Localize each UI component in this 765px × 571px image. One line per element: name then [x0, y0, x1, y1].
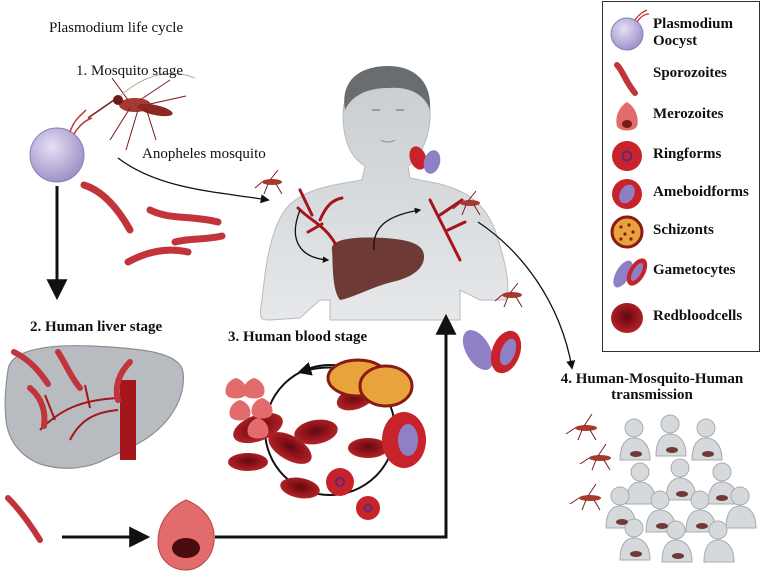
crowd-mosquitoes [565, 413, 611, 511]
mosquito-small-hand [494, 282, 523, 308]
diagram-title: Plasmodium life cycle [49, 20, 184, 36]
legend-label-ringforms: Ringforms [653, 146, 722, 162]
liver-sporozoites [5, 349, 133, 543]
legend-item-schizonts: Schizonts [603, 212, 761, 252]
stage-label-liver: 2. Human liver stage [30, 319, 163, 335]
mosquito-small-left [254, 169, 283, 195]
sporozoite-icon [614, 62, 638, 96]
legend-label-sporozoites: Sporozoites [653, 65, 727, 81]
ringform-icon [612, 141, 642, 171]
legend-item-red-blood-cells: Redbloodcells [603, 298, 761, 338]
gametocytes-pair [462, 330, 522, 374]
legend-label-oocyst: Plasmodium Oocyst [653, 16, 734, 49]
red-blood-cell-icon [611, 303, 643, 333]
liver-illustration [4, 345, 184, 469]
schizont-icon [610, 215, 644, 249]
merozoite-icon [616, 102, 638, 131]
gametocyte-icon [613, 258, 648, 288]
human-crowd [605, 414, 757, 563]
ameboidform-icon [612, 179, 642, 209]
legend-item-oocyst: Plasmodium Oocyst [603, 8, 761, 56]
body-blood-vessels [296, 188, 467, 262]
legend-item-ringforms: Ringforms [603, 136, 761, 176]
human-body-illustration [259, 66, 509, 321]
mosquito-small-right [452, 190, 481, 216]
legend-label-merozoites: Merozoites [653, 106, 724, 122]
legend-label-red-blood-cells: Redbloodcells [653, 308, 743, 324]
legend-label-schizonts: Schizonts [653, 222, 714, 238]
legend-box: Plasmodium Oocyst Sporozoites Merozoites… [602, 1, 760, 352]
blood-stage-merozoites [225, 378, 273, 439]
legend-item-ameboidforms: Ameboidforms [603, 174, 761, 214]
sporozoite-cluster [80, 181, 226, 266]
legend-item-merozoites: Merozoites [603, 98, 761, 138]
oocyst-icon [610, 9, 649, 51]
mosquito-main [87, 72, 196, 151]
stage-label-blood: 3. Human blood stage [228, 329, 368, 345]
blood-stage-schizonts [326, 358, 414, 408]
legend-item-sporozoites: Sporozoites [603, 59, 761, 99]
legend-label-ameboidforms: Ameboidforms [653, 184, 749, 200]
oocyst-cell [29, 109, 93, 183]
body-liver [331, 237, 425, 300]
legend-label-gametocytes: Gametocytes [653, 262, 736, 278]
merozoite-large [157, 499, 215, 571]
blood-stage-ameboid [382, 412, 426, 468]
blood-stage-ringforms [326, 468, 380, 520]
stage-label-transmission: 4. Human-Mosquito-Human transmission [560, 371, 744, 403]
anopheles-label: Anopheles mosquito [142, 146, 266, 162]
stage-label-mosquito: 1. Mosquito stage [76, 63, 184, 79]
legend-item-gametocytes: Gametocytes [603, 252, 761, 292]
crowd-livers [616, 447, 728, 559]
